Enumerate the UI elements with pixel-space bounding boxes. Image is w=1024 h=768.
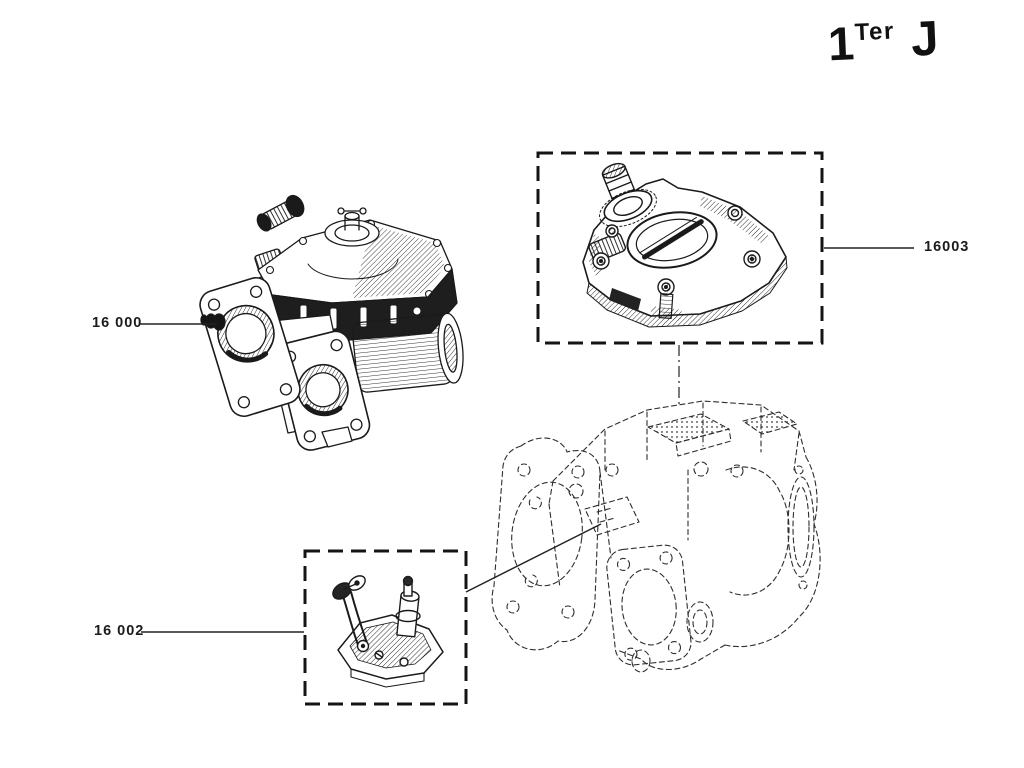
ghost-ribbed-block	[647, 413, 730, 444]
pump-upright	[396, 590, 420, 638]
detail-box-16003	[536, 151, 824, 345]
ghost-left-flange	[491, 437, 601, 651]
carburetor-16000-illustration	[199, 194, 464, 451]
fuel-inlet-fitting	[256, 194, 305, 232]
air-horn-dome	[324, 207, 380, 247]
plate-code: 1 Ter J	[826, 11, 940, 71]
ghost-ribbed-block-small	[742, 411, 798, 435]
cover-intake-stub	[601, 162, 653, 223]
part-label-16002: 16 002	[94, 623, 145, 639]
detail-box-16002	[303, 549, 468, 706]
cover-central-opening	[626, 211, 718, 269]
pump-16002-illustration	[332, 575, 444, 688]
cover-16003-illustration	[582, 162, 788, 328]
pump-lever	[332, 575, 368, 646]
pointer-line-16002-to-body	[465, 523, 602, 593]
plate-code-number: 1	[826, 16, 857, 71]
ghost-right-drum	[725, 466, 790, 596]
ghost-mount-pad	[584, 496, 640, 536]
carburetor-body-ghost-illustration	[491, 400, 821, 673]
ghost-roof-outline	[552, 400, 807, 482]
flange-bolt	[200, 313, 226, 331]
cover-screw-bosses	[592, 205, 761, 296]
vacuum-cylinder	[351, 312, 464, 393]
plate-code-series: J	[909, 11, 940, 67]
ghost-front-flange	[606, 544, 692, 666]
part-label-16003: 16003	[924, 239, 970, 255]
mounting-flange-left	[199, 276, 301, 418]
part-label-16000: 16 000	[92, 315, 143, 331]
plate-code-suffix: Ter	[854, 17, 896, 47]
ghost-left-bore	[511, 481, 583, 587]
